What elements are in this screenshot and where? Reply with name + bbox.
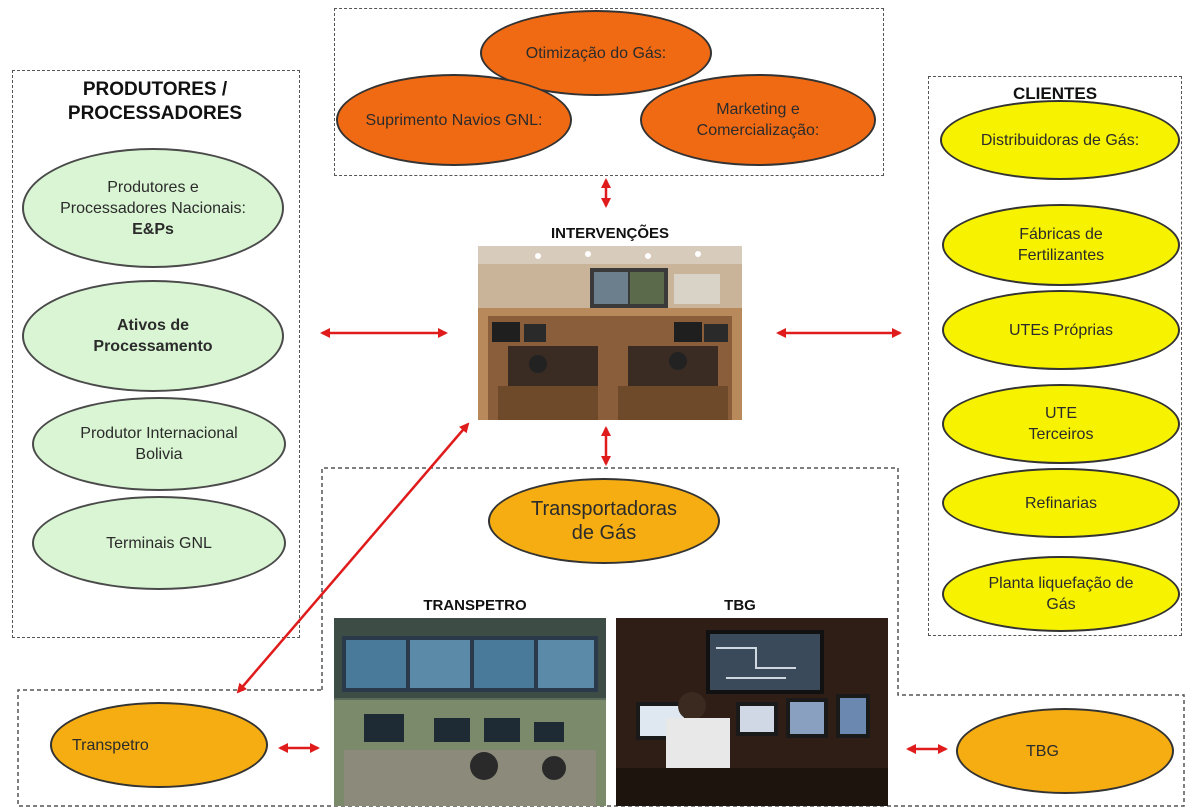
refinarias-ellipse: Refinarias xyxy=(942,468,1180,538)
produtores-nacionais-bold: E&Ps xyxy=(132,220,174,238)
otimizacao-label: Otimização do Gás: xyxy=(525,44,667,62)
distribuidoras-ellipse: Distribuidoras de Gás: xyxy=(940,100,1180,180)
marketing-ellipse: Marketing e Comercialização: xyxy=(640,74,876,166)
bottom-box-outline xyxy=(17,467,1185,807)
planta-liquefacao-ellipse: Planta liquefação de Gás xyxy=(942,556,1180,632)
tbg-photo xyxy=(616,618,888,806)
ute-terceiros-ellipse: UTE Terceiros xyxy=(942,384,1180,464)
control-room-image xyxy=(478,246,742,420)
tbg-ellipse: TBG xyxy=(956,708,1174,794)
transpetro-ellipse: Transpetro xyxy=(50,702,268,788)
ativos-processamento-ellipse: Ativos de Processamento xyxy=(22,280,284,392)
produtor-internacional-line1: Produtor Internacional xyxy=(80,425,238,442)
tbg-label: TBG xyxy=(1026,742,1059,760)
transportadoras-ellipse: Transportadoras de Gás xyxy=(488,478,720,564)
transportadoras-line2: de Gás xyxy=(571,522,637,544)
produtores-heading-line1: PRODUTORES / xyxy=(82,79,228,100)
fabricas-line1: Fábricas de xyxy=(1019,226,1103,243)
intervencoes-title: INTERVENÇÕES xyxy=(550,225,670,242)
produtores-nacionais-line2: Processadores Nacionais: xyxy=(60,199,246,217)
produtores-nacionais-line1: Produtores e xyxy=(107,178,199,196)
fabricas-line2: Fertilizantes xyxy=(1017,247,1105,264)
transpetro-image xyxy=(334,618,606,806)
control-room-photo xyxy=(478,246,742,420)
refinarias-label: Refinarias xyxy=(1024,494,1098,512)
transpetro-title: TRANSPETRO xyxy=(423,597,527,614)
produtores-box xyxy=(12,70,300,638)
suprimento-label: Suprimento Navios GNL: xyxy=(365,111,543,129)
clientes-heading: CLIENTES xyxy=(1012,84,1098,103)
transportadoras-line1: Transportadoras xyxy=(531,498,677,520)
top-box xyxy=(334,8,884,176)
produtores-heading-line2: PROCESSADORES xyxy=(67,103,243,124)
produtor-internacional-ellipse: Produtor Internacional Bolivia xyxy=(32,397,286,491)
ute-terceiros-line1: UTE xyxy=(1045,405,1077,422)
produtor-internacional-line2: Bolivia xyxy=(135,446,183,463)
clientes-box xyxy=(928,76,1182,636)
arrow-transpetro-diagonal xyxy=(236,422,470,694)
planta-line2: Gás xyxy=(1046,596,1076,613)
planta-line1: Planta liquefação de xyxy=(988,575,1134,592)
terminais-gnl-label: Terminais GNL xyxy=(106,534,212,552)
distribuidoras-label: Distribuidoras de Gás: xyxy=(980,131,1140,149)
tbg-title: TBG xyxy=(724,597,756,614)
produtores-nacionais-ellipse: Produtores e Processadores Nacionais: E&… xyxy=(22,148,284,268)
ativos-line2: Processamento xyxy=(93,338,213,355)
marketing-line1: Marketing e xyxy=(716,101,800,118)
tbg-image xyxy=(616,618,888,806)
suprimento-ellipse: Suprimento Navios GNL: xyxy=(336,74,572,166)
fabricas-ellipse: Fábricas de Fertilizantes xyxy=(942,204,1180,286)
terminais-gnl-ellipse: Terminais GNL xyxy=(32,496,286,590)
utes-proprias-ellipse: UTEs Próprias xyxy=(942,290,1180,370)
ativos-line1: Ativos de xyxy=(116,317,189,334)
ute-terceiros-line2: Terceiros xyxy=(1028,426,1094,443)
utes-proprias-label: UTEs Próprias xyxy=(1008,321,1114,339)
transpetro-photo xyxy=(334,618,606,806)
produtores-heading: PRODUTORES / PROCESSADORES xyxy=(40,78,270,126)
marketing-line2: Comercialização: xyxy=(696,122,820,139)
transpetro-label: Transpetro xyxy=(72,736,149,754)
